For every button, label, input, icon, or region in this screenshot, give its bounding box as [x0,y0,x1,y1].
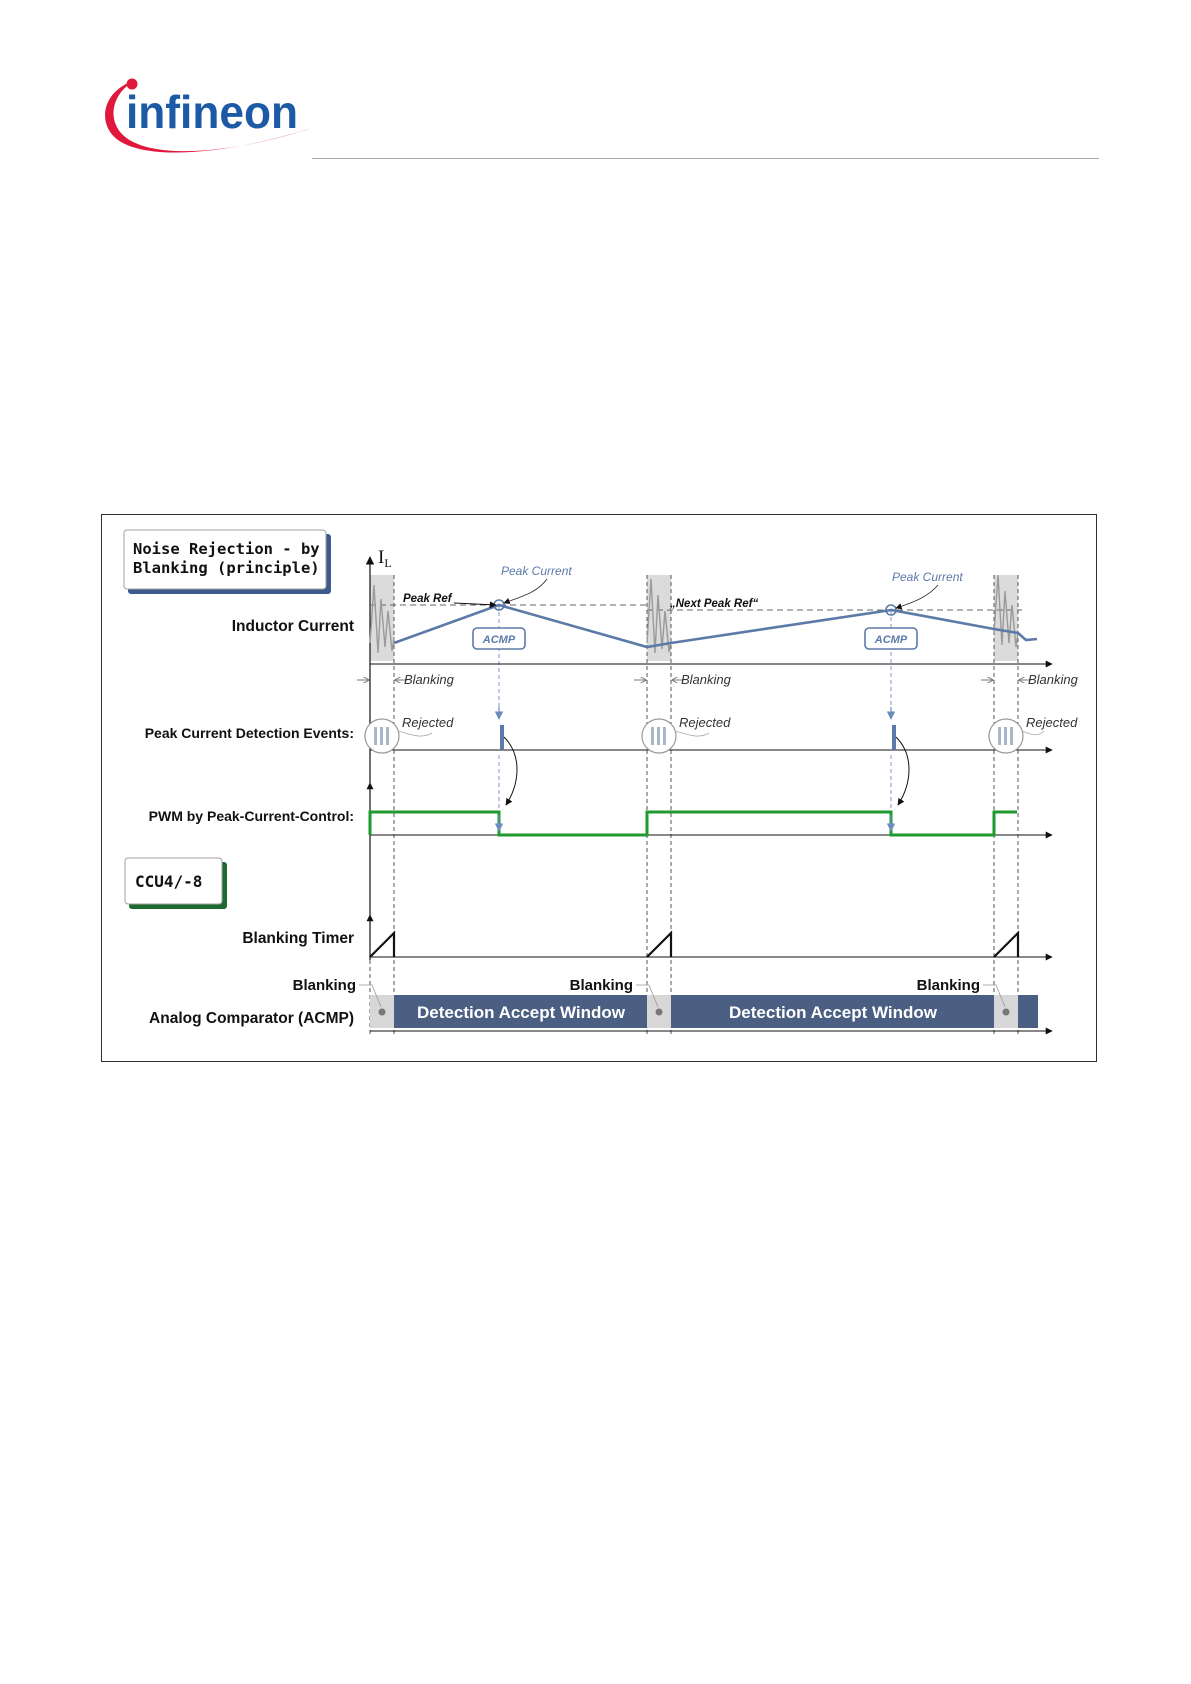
accept-window-label-2: Detection Accept Window [729,1003,938,1022]
peak-ref-label: Peak Ref [403,593,453,605]
acmp-blanking-label-2: Blanking [570,977,633,994]
blanking-annotation-1: Blanking [404,672,455,687]
logo-dot [126,78,138,90]
rejected-annotation-2: Rejected [679,715,731,730]
peak-marker-2 [885,604,897,616]
acmp-box-2-label: ACMP [874,634,908,646]
noise-spike-3 [993,574,1019,648]
noise-spike-2 [646,578,672,654]
accept-window-label-1: Detection Accept Window [417,1003,626,1022]
time-axes [370,660,1053,1035]
label-peak-events: Peak Current Detection Events: [145,725,354,741]
peak-current-label-2: Peak Current [892,570,963,584]
infineon-logo: infineon [105,78,313,153]
acmp-box-2: ACMP [864,627,918,650]
blanking-diagram: IL Peak Ref „Next Peak Ref“ Peak Current… [101,514,1097,1062]
peak-current-pointer-2 [895,584,939,610]
event-to-pwm-arrow-1 [503,736,518,806]
label-pwm: PWM by Peak-Current-Control: [149,808,354,824]
header-rule [312,158,1099,159]
acmp-box-1: ACMP [472,627,526,650]
blanking-annotation-3: Blanking [1028,672,1079,687]
timer-ramp-3 [993,930,1020,958]
title-line-2: Blanking (principle) [133,559,320,577]
logo-text: infineon [126,86,298,138]
next-peak-ref-label: „Next Peak Ref“ [669,598,758,610]
detect-event-2 [892,725,896,750]
rejected-annotation-1: Rejected [402,715,454,730]
detect-event-1 [500,725,504,750]
acmp-blanking-label-3: Blanking [917,977,980,994]
timer-ramp-2 [646,930,673,958]
acmp-blanking-label-1: Blanking [293,977,356,994]
y-axis-label: IL [378,547,392,570]
acmp-box-1-label: ACMP [482,634,516,646]
peak-current-label-1: Peak Current [501,564,572,578]
blanking-zones [370,575,1018,661]
timer-ramp-1 [369,930,396,958]
title-box: Noise Rejection - by Blanking (principle… [123,529,331,594]
rejected-marker-3 [988,718,1024,754]
label-inductor-current: Inductor Current [232,618,354,635]
event-to-pwm-arrow-2 [895,736,910,806]
accept-window-1 [394,995,647,1028]
pwm-waveform [368,810,1017,837]
rejected-annotation-3: Rejected [1026,715,1078,730]
noise-spike-1 [369,584,395,654]
dashed-guides [369,575,1019,1035]
title-line-1: Noise Rejection - by [133,540,320,558]
noise-spikes [369,574,1019,654]
ccu-box: CCU4/-8 [124,857,227,909]
rejected-marker-1 [364,718,400,754]
accept-window-3 [1018,995,1038,1028]
peak-ref-pointer [453,601,497,609]
inductor-current-waveform [393,603,1038,649]
label-blanking-timer: Blanking Timer [242,930,354,947]
peak-current-pointer-1 [503,578,548,604]
rejected-marker-2 [641,718,677,754]
accept-window-2 [671,995,994,1028]
blanking-timer-ramps [369,930,1020,958]
label-acmp: Analog Comparator (ACMP) [149,1010,354,1027]
blanking-annotation-2: Blanking [681,672,732,687]
blanking-zone-3 [994,575,1018,661]
ccu-label: CCU4/-8 [135,872,202,891]
